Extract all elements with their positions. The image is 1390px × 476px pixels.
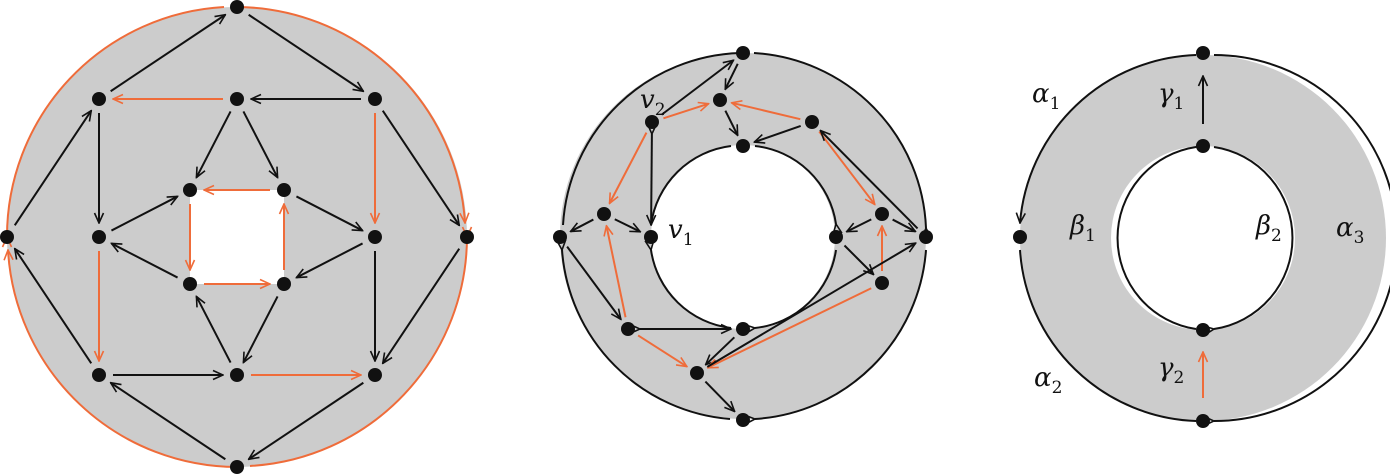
- middle-quiver-vertices: [553, 46, 933, 427]
- label-v2: v2: [640, 85, 666, 120]
- left-vertex-UC: [230, 92, 244, 106]
- left-arrow-UL-T: [110, 15, 226, 93]
- label-gamma1: γ1: [1158, 79, 1184, 114]
- left-arrow-ML-s1: [110, 196, 177, 232]
- left-vertex-LL: [92, 368, 106, 382]
- left-disk-quiver: [0, 0, 474, 474]
- left-arrow-B-LL: [111, 383, 226, 461]
- middle-vertex-b: [805, 115, 819, 129]
- left-arrow-s4-ML: [111, 243, 179, 279]
- middle-annulus-quiver: [553, 46, 933, 427]
- right-boundary-arcs: [1020, 54, 1390, 421]
- left-arrow-LL-Lf: [15, 249, 93, 364]
- middle-arrow-f-g: [637, 334, 687, 366]
- left-vertex-s1: [183, 183, 197, 197]
- middle-vertex-cR: [829, 230, 843, 244]
- left-vertex-s4: [183, 277, 197, 291]
- left-arrow-T-UR: [248, 13, 364, 91]
- middle-vertex-rgt: [919, 230, 933, 244]
- middle-arrow-b-a: [732, 103, 801, 121]
- left-vertex-LC: [230, 368, 244, 382]
- left-vertex-UL: [92, 92, 106, 106]
- right-annulus: [1013, 46, 1390, 428]
- middle-vertex-g: [690, 366, 704, 380]
- left-vertex-s3: [277, 277, 291, 291]
- left-arrow-UC-s1: [196, 110, 232, 177]
- middle-arrow-d-rgt: [892, 218, 916, 232]
- right-vertex-bottom: [1196, 414, 1210, 428]
- left-vertex-LR: [368, 368, 382, 382]
- middle-vertex-top: [736, 46, 750, 60]
- label-alpha2: α2: [1034, 363, 1062, 398]
- middle-vertex-v2: [645, 115, 659, 129]
- right-vertex-inner-top: [1196, 139, 1210, 153]
- right-vertex-left: [1013, 230, 1027, 244]
- middle-arrow-v2-cL: [651, 134, 652, 225]
- middle-vertex-e: [875, 276, 889, 290]
- middle-arrow-v2-c: [610, 132, 648, 204]
- left-arrow-Lf-UL: [13, 111, 91, 226]
- left-vertex-ML: [92, 230, 106, 244]
- left-vertex-B: [230, 460, 244, 474]
- left-arrow-s2-MR: [295, 195, 362, 230]
- left-arrow-LC-s4: [196, 296, 232, 364]
- left-vertex-R: [460, 230, 474, 244]
- left-quiver-vertices: [0, 0, 474, 474]
- label-beta2: β2: [1255, 211, 1282, 246]
- left-quiver-arrows: [15, 15, 459, 459]
- middle-arrow-b-d: [818, 130, 874, 205]
- middle-vertex-cB: [736, 322, 750, 336]
- middle-arrow-v2-a: [663, 104, 708, 120]
- left-arrow-UR-R: [381, 110, 459, 226]
- middle-arrow-cR-e: [843, 244, 873, 274]
- left-arrow-LR-B: [249, 381, 364, 459]
- middle-vertex-f: [621, 322, 635, 336]
- middle-vertex-cL: [644, 230, 658, 244]
- left-boundary-arcs: [7, 6, 467, 468]
- label-gamma2: γ2: [1158, 353, 1184, 388]
- middle-arrow-c-cL: [614, 218, 640, 233]
- middle-vertex-d: [875, 207, 889, 221]
- label-alpha3: α3: [1336, 213, 1364, 248]
- middle-arrow-e-g: [708, 287, 872, 369]
- label-v1: v1: [668, 215, 694, 250]
- left-vertex-s2: [277, 183, 291, 197]
- middle-arrow-f-c: [606, 226, 627, 318]
- middle-arrow-lft-f: [566, 246, 621, 320]
- left-arrow-MR-s3: [296, 242, 364, 277]
- left-arrow-UC-s2: [242, 110, 277, 177]
- middle-arrow-c-lft: [571, 218, 594, 232]
- middle-arrow-rgt-b: [820, 131, 919, 230]
- middle-annulus-hole: [651, 145, 835, 329]
- middle-arrow-b-cT: [754, 124, 801, 142]
- left-vertex-UR: [368, 92, 382, 106]
- middle-vertex-c: [597, 207, 611, 221]
- middle-vertex-cT: [736, 139, 750, 153]
- label-beta1: β1: [1069, 211, 1096, 246]
- left-vertex-Lf: [0, 230, 14, 244]
- right-annulus-hole: [1111, 146, 1295, 330]
- middle-arrow-top-a: [724, 63, 739, 89]
- left-square-hole: [190, 190, 284, 284]
- middle-quiver-arrows: [566, 60, 919, 412]
- middle-arrow-g-bot: [704, 380, 734, 412]
- middle-vertex-lft: [553, 230, 567, 244]
- left-vertex-T: [230, 0, 244, 14]
- middle-vertex-bot: [736, 413, 750, 427]
- middle-arrow-d-cR: [847, 218, 872, 233]
- middle-arrow-a-cT: [724, 110, 739, 136]
- middle-arrow-v2-top: [660, 60, 734, 116]
- right-vertex-top: [1196, 46, 1210, 60]
- middle-arrow-g-rgt: [706, 243, 915, 368]
- right-vertex-inner-bottom: [1196, 323, 1210, 337]
- right-vertices: [1013, 46, 1210, 428]
- middle-boundary-arcs: [562, 52, 926, 419]
- diagram-labels: v2 v1 α1 α2 α3 β1 β2 γ1 γ2: [640, 79, 1364, 398]
- left-vertex-MR: [368, 230, 382, 244]
- label-alpha1: α1: [1032, 79, 1060, 114]
- left-arrow-R-LR: [383, 248, 461, 364]
- left-arrow-s3-LC: [243, 295, 279, 362]
- middle-vertex-a: [713, 93, 727, 107]
